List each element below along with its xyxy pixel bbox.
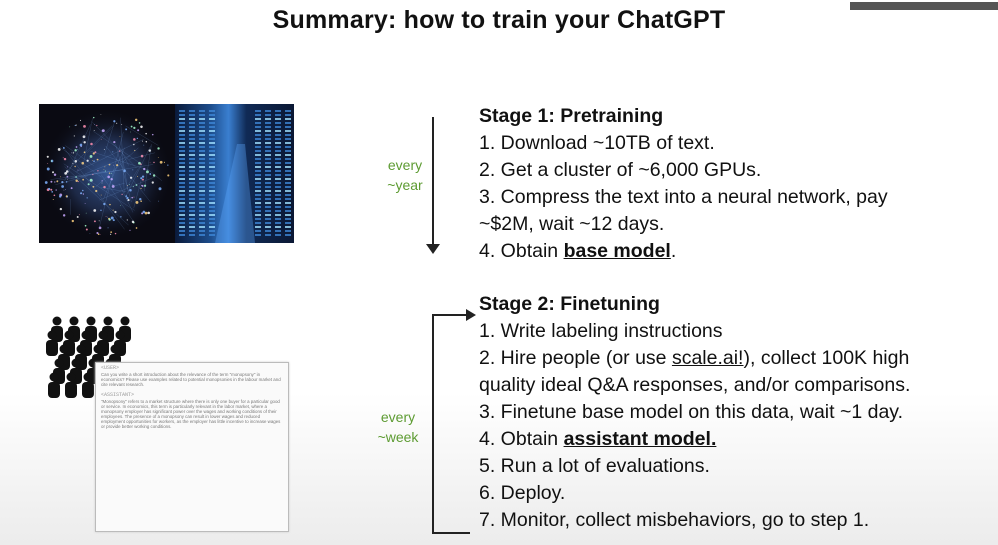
text: ), collect 100K high (743, 347, 910, 369)
neural-network-graphic (41, 108, 173, 240)
label-line: ~year (387, 177, 423, 193)
datacenter-graphic (179, 110, 291, 243)
stage2-item-4: 4. Obtain assistant model. (479, 426, 910, 453)
text: . (670, 240, 677, 262)
stage2-item-2: 2. Hire people (or use scale.ai!), colle… (479, 345, 910, 372)
stage2-item: 5. Run a lot of evaluations. (479, 455, 710, 477)
slide-title: Summary: how to train your ChatGPT (272, 6, 726, 34)
stage2-heading: Stage 2: Finetuning (479, 293, 660, 315)
stage2-item: quality ideal Q&A responses, and/or comp… (479, 374, 911, 396)
arrow-right-icon (466, 309, 476, 321)
assistant-role-label: <ASSISTANT> (101, 392, 135, 398)
top-bar (850, 2, 998, 10)
loop-arrow-bottom (432, 532, 470, 534)
scale-ai-link[interactable]: scale.ai! (671, 347, 744, 369)
stage1-arrow (432, 117, 434, 249)
base-model-text: base model (563, 240, 671, 262)
assistant-message: "Monopsony" refers to a market structure… (101, 399, 281, 429)
stage1-item-4: 4. Obtain base model. (479, 238, 888, 265)
chat-example-document: <USER> Can you write a short introductio… (95, 362, 289, 532)
stage1-item: 2. Get a cluster of ~6,000 GPUs. (479, 159, 762, 181)
stage2-item: 6. Deploy. (479, 482, 566, 504)
stage2-item: 7. Monitor, collect misbehaviors, go to … (479, 509, 870, 531)
text: 4. Obtain (479, 428, 564, 450)
stage2-item: 1. Write labeling instructions (479, 320, 723, 342)
stage2-loop-arrow (432, 314, 434, 534)
stage1-item: 3. Compress the text into a neural netwo… (479, 186, 888, 208)
arrow-down-icon (426, 244, 440, 254)
text: 4. Obtain (479, 240, 564, 262)
user-role-label: <USER> (101, 365, 120, 371)
assistant-model-text: assistant model. (563, 428, 717, 450)
text: 2. Hire people (or use (479, 347, 672, 369)
label-line: every (380, 409, 416, 425)
label-line: every (387, 157, 423, 173)
stage2-item: 3. Finetune base model on this data, wai… (479, 401, 904, 423)
stage1-frequency-label: every ~year (370, 155, 440, 195)
stage2-list: Stage 2: Finetuning 1. Write labeling in… (479, 291, 910, 534)
label-line: ~week (377, 429, 419, 445)
neural-network-image (39, 104, 175, 243)
datacenter-image (175, 104, 294, 243)
user-message: Can you write a short introduction about… (101, 372, 281, 387)
stage1-item: 1. Download ~10TB of text. (479, 132, 715, 154)
stage1-list: Stage 1: Pretraining 1. Download ~10TB o… (479, 103, 888, 265)
loop-arrow-top (432, 314, 470, 316)
stage1-heading: Stage 1: Pretraining (479, 105, 664, 127)
stage2-frequency-label: every ~week (363, 407, 433, 447)
stage1-item: ~$2M, wait ~12 days. (479, 213, 665, 235)
